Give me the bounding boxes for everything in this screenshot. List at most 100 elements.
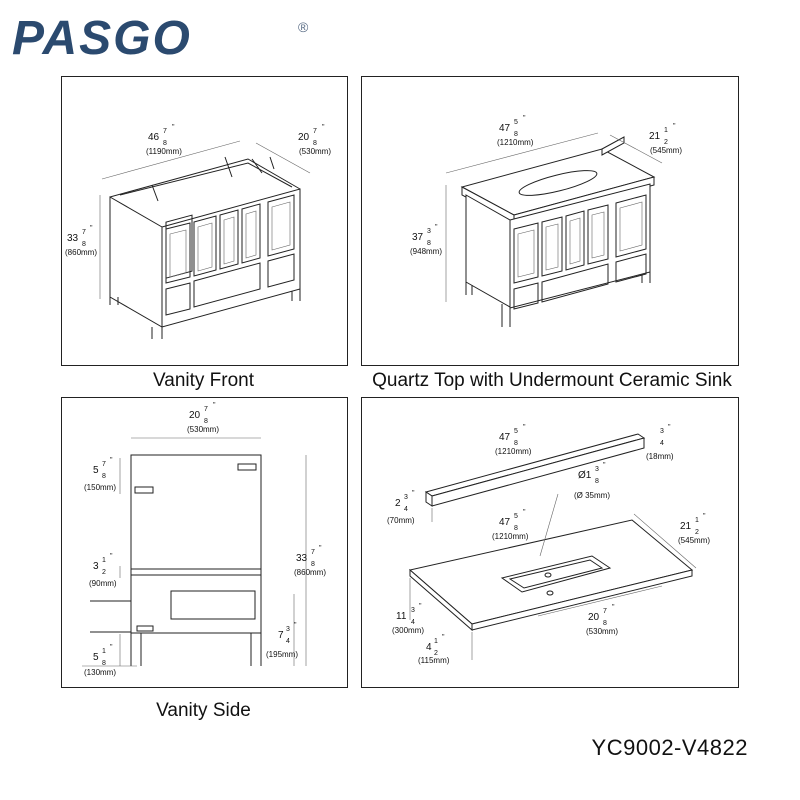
slab-front-off-mm: (115mm)	[418, 656, 450, 665]
slab-drain-num: 3	[595, 466, 599, 473]
slab-center-num: 7	[603, 608, 607, 615]
front-depth-den: 8	[313, 140, 317, 147]
slab-sink-off-mark: "	[419, 603, 422, 610]
slab-top-depth-mark: "	[703, 513, 706, 520]
front-height-mark: "	[90, 225, 93, 232]
front-width-whole: 46	[148, 132, 160, 143]
front-height-whole: 33	[67, 233, 79, 244]
slab-splash-len-den: 8	[514, 440, 518, 447]
slab-top-depth-mm: (545mm)	[678, 536, 710, 545]
slab-splash-len-mm: (1210mm)	[495, 447, 532, 456]
side-upper-den: 8	[102, 473, 106, 480]
vanity-side-panel: 20 7 8 " (530mm) 5 7 8 " (150mm) 3 1 2 "…	[61, 397, 348, 688]
side-kick-whole: 7	[278, 630, 284, 641]
top-height-mark: "	[435, 224, 438, 231]
slab-center-mark: "	[612, 604, 615, 611]
brand-registered-mark: ®	[298, 19, 309, 35]
slab-sink-off-mm: (300mm)	[392, 626, 424, 635]
brand-logo-text: PASGO	[12, 12, 192, 60]
vanity-front-drawing: 46 7 8 " (1190mm) 20 7 8 " (530mm) 33 7 …	[65, 124, 331, 339]
front-height-mm: (860mm)	[65, 248, 97, 257]
slab-top-len-den: 8	[514, 525, 518, 532]
side-upper-whole: 5	[93, 465, 99, 476]
top-depth-num: 1	[664, 127, 668, 134]
slab-splash-h-num: 3	[404, 494, 408, 501]
slab-splash-h-mark: "	[412, 490, 415, 497]
side-height-whole: 33	[296, 553, 308, 564]
top-height-num: 3	[427, 228, 431, 235]
slab-center-whole: 20	[588, 612, 600, 623]
slab-splash-thk-mm: (18mm)	[646, 452, 674, 461]
slab-center-mm: (530mm)	[586, 627, 618, 636]
brand-logo: PASGO ®	[12, 12, 309, 60]
front-depth-mark: "	[322, 124, 325, 131]
slab-drain-whole: Ø1	[578, 470, 592, 481]
slab-front-off-mark: "	[442, 634, 445, 641]
side-height-num: 7	[311, 549, 315, 556]
vanity-side-drawing: 20 7 8 " (530mm) 5 7 8 " (150mm) 3 1 2 "…	[82, 402, 326, 677]
side-leg-whole: 5	[93, 652, 99, 663]
slab-top-len-num: 5	[514, 513, 518, 520]
side-leg-den: 8	[102, 660, 106, 667]
slab-drain-den: 8	[595, 478, 599, 485]
top-height-den: 8	[427, 240, 431, 247]
side-mid-mark: "	[110, 553, 113, 560]
slab-sink-off-den: 4	[411, 619, 415, 626]
side-depth-mm: (530mm)	[187, 425, 219, 434]
front-height-den: 8	[82, 241, 86, 248]
side-height-mm: (860mm)	[294, 568, 326, 577]
slab-splash-h-whole: 2	[395, 498, 401, 509]
front-depth-mm: (530mm)	[299, 147, 331, 156]
side-leg-num: 1	[102, 648, 106, 655]
front-width-num: 7	[163, 128, 167, 135]
side-depth-num: 7	[204, 406, 208, 413]
front-depth-num: 7	[313, 128, 317, 135]
slab-splash-thk-mark: "	[668, 424, 671, 431]
front-depth-whole: 20	[298, 132, 310, 143]
side-kick-mark: "	[294, 622, 297, 629]
slab-front-off-num: 1	[434, 638, 438, 645]
slab-splash-len-mark: "	[523, 424, 526, 431]
top-width-mark: "	[523, 115, 526, 122]
top-depth-mm: (545mm)	[650, 146, 682, 155]
slab-sink-off-num: 3	[411, 607, 415, 614]
top-width-den: 8	[514, 131, 518, 138]
slab-drain-mm: (Ø 35mm)	[574, 491, 610, 500]
slab-front-off-whole: 4	[426, 642, 432, 653]
slab-top-len-whole: 47	[499, 517, 511, 528]
side-upper-mark: "	[110, 457, 113, 464]
side-mid-num: 1	[102, 557, 106, 564]
side-mid-mm: (90mm)	[89, 579, 117, 588]
slab-top-len-mark: "	[523, 509, 526, 516]
top-height-whole: 37	[412, 232, 424, 243]
top-height-mm: (948mm)	[410, 247, 442, 256]
slab-center-den: 8	[603, 620, 607, 627]
top-depth-whole: 21	[649, 131, 661, 142]
slab-splash-h-den: 4	[404, 506, 408, 513]
slab-sink-off-whole: 11	[396, 611, 407, 622]
caption-quartz-top: Quartz Top with Undermount Ceramic Sink	[372, 370, 732, 391]
side-kick-mm: (195mm)	[266, 650, 298, 659]
side-depth-den: 8	[204, 418, 208, 425]
caption-vanity-front: Vanity Front	[152, 370, 255, 391]
vanity-front-panel: 46 7 8 " (1190mm) 20 7 8 " (530mm) 33 7 …	[61, 76, 348, 366]
slab-detail-panel: 47 5 8 " (1210mm) 3 4 " (18mm) 2 3 4 " (…	[361, 397, 739, 688]
slab-splash-len-whole: 47	[499, 432, 511, 443]
quartz-top-panel: 47 5 8 " (1210mm) 21 1 2 " (545mm) 37 3 …	[361, 76, 739, 366]
slab-detail-drawing: 47 5 8 " (1210mm) 3 4 " (18mm) 2 3 4 " (…	[387, 424, 710, 665]
side-kick-den: 4	[286, 638, 290, 645]
top-width-whole: 47	[499, 123, 511, 134]
slab-top-len-mm: (1210mm)	[492, 532, 529, 541]
slab-top-depth-den: 2	[695, 529, 699, 536]
front-width-mm: (1190mm)	[146, 147, 182, 156]
slab-splash-len-num: 5	[514, 428, 518, 435]
slab-front-off-den: 2	[434, 650, 438, 657]
side-mid-den: 2	[102, 569, 106, 576]
side-upper-mm: (150mm)	[84, 483, 116, 492]
caption-vanity-side: Vanity Side	[156, 700, 251, 721]
slab-top-depth-num: 1	[695, 517, 699, 524]
side-leg-mm: (130mm)	[84, 668, 116, 677]
side-height-mark: "	[319, 545, 322, 552]
slab-drain-mark: "	[603, 462, 606, 469]
side-mid-whole: 3	[93, 561, 99, 572]
